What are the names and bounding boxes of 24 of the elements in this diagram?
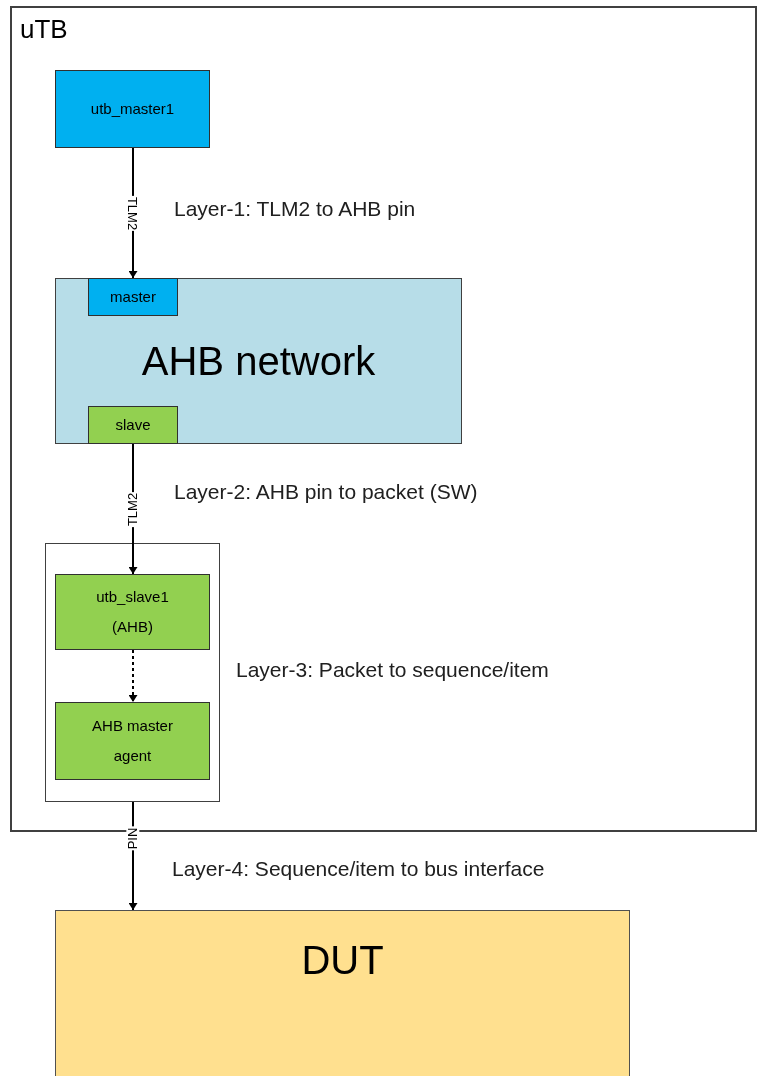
node-label: AHB network bbox=[141, 338, 376, 385]
edge-label: TLM2 bbox=[126, 195, 140, 231]
component-box bbox=[55, 702, 210, 780]
layer-note: Layer-2: AHB pin to packet (SW) bbox=[174, 479, 478, 505]
arrow bbox=[129, 649, 137, 703]
edge-label: TLM2 bbox=[126, 491, 140, 527]
node-label: DUT bbox=[301, 937, 384, 984]
component-box bbox=[55, 70, 210, 148]
node-label: AHB master agent bbox=[91, 716, 174, 766]
port-box bbox=[88, 278, 178, 316]
node-label: slave bbox=[115, 414, 151, 435]
edge-label: PIN bbox=[126, 826, 140, 850]
layer-note: Layer-4: Sequence/item to bus interface bbox=[172, 856, 545, 882]
layer-note: Layer-3: Packet to sequence/item bbox=[236, 657, 549, 683]
node-label: utb_slave1 (AHB) bbox=[95, 587, 170, 637]
node-label: master bbox=[110, 286, 156, 307]
node-label: utb_master1 bbox=[90, 98, 175, 119]
dut-box bbox=[55, 910, 630, 1076]
group-box bbox=[45, 543, 220, 802]
layer-note: Layer-1: TLM2 to AHB pin bbox=[174, 196, 416, 222]
node-label: uTB bbox=[20, 16, 68, 42]
component-box bbox=[55, 574, 210, 650]
port-box bbox=[88, 406, 178, 444]
network-box bbox=[55, 278, 462, 444]
